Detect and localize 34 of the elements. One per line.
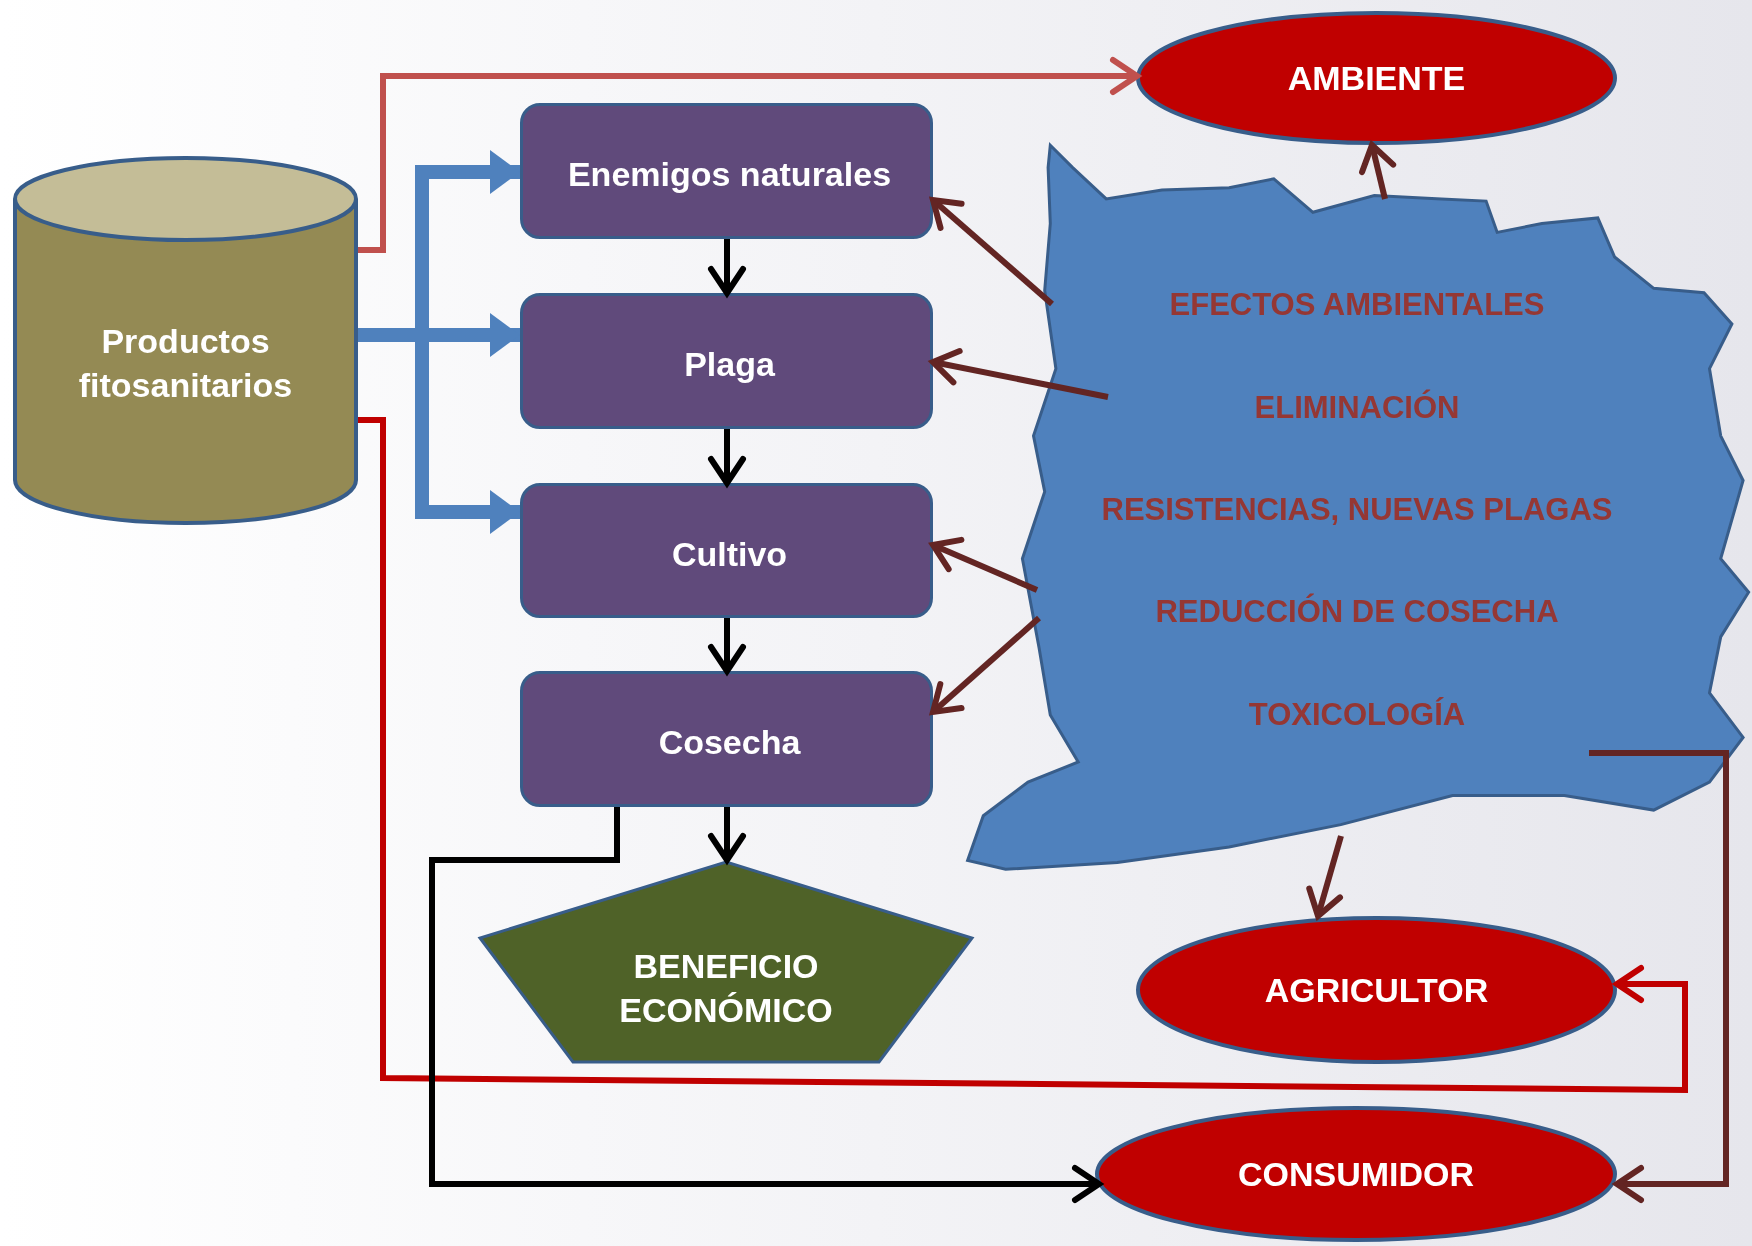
node-label: Plaga bbox=[684, 343, 775, 385]
process-box bbox=[520, 103, 933, 239]
process-box bbox=[520, 483, 933, 618]
arrow bbox=[708, 807, 746, 863]
node-label: Enemigos naturales bbox=[567, 153, 892, 195]
effect-label: RESISTENCIAS, NUEVAS PLAGAS bbox=[1101, 490, 1613, 529]
arrow bbox=[1359, 142, 1397, 200]
process-box bbox=[520, 671, 933, 807]
node-label: Cultivo bbox=[671, 533, 788, 575]
ellipse-node bbox=[1136, 11, 1617, 145]
arrow bbox=[930, 536, 1039, 593]
node-label: Cosecha bbox=[658, 721, 801, 763]
effect-label: ELIMINACIÓN bbox=[1254, 388, 1460, 427]
node-label: AGRICULTOR bbox=[1264, 969, 1489, 1011]
arrow bbox=[708, 618, 746, 674]
arrow bbox=[1306, 835, 1344, 919]
arrow bbox=[358, 417, 1688, 1094]
arrow bbox=[708, 429, 746, 486]
pentagon-shape bbox=[478, 860, 974, 1064]
effect-label: TOXICOLOGÍA bbox=[1248, 695, 1466, 734]
effect-label: REDUCCIÓN DE COSECHA bbox=[1155, 592, 1559, 631]
ellipse-node bbox=[1095, 1106, 1617, 1242]
arrow bbox=[1589, 750, 1729, 1203]
node-label: CONSUMIDOR bbox=[1237, 1153, 1475, 1195]
node-label: BENEFICIO ECONÓMICO bbox=[618, 945, 834, 1031]
arrow bbox=[708, 239, 746, 296]
node-label: Productos fitosanitarios bbox=[77, 320, 294, 406]
arrow bbox=[930, 348, 1109, 400]
process-box bbox=[520, 293, 933, 429]
cloud-shape bbox=[966, 143, 1749, 869]
arrow bbox=[429, 807, 1102, 1203]
node-label: AMBIENTE bbox=[1287, 57, 1466, 99]
effect-label: EFECTOS AMBIENTALES bbox=[1169, 285, 1545, 324]
ellipse-node bbox=[1136, 916, 1617, 1064]
